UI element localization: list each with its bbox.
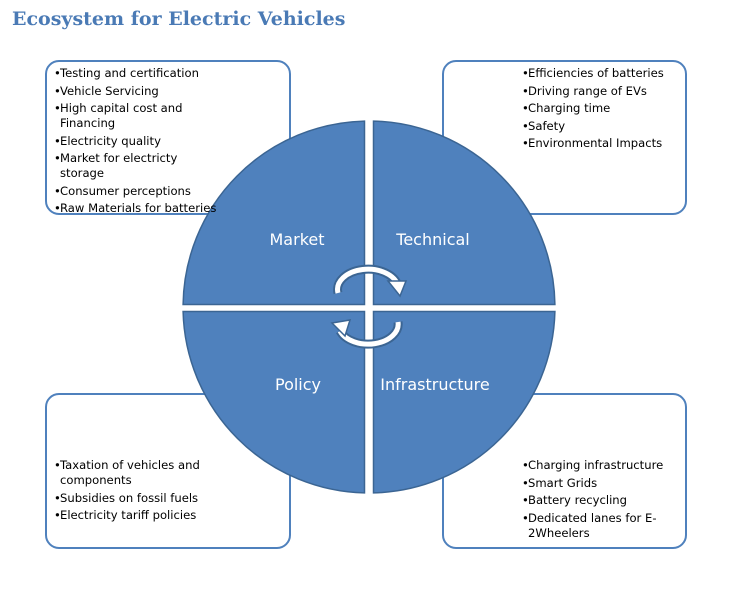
- technical-label: Technical: [395, 230, 469, 249]
- list-item: Charging time: [522, 101, 682, 116]
- list-item: Safety: [522, 119, 682, 134]
- market-factors-list: Testing and certification Vehicle Servic…: [54, 66, 219, 219]
- list-item: Market for electricty storage: [54, 151, 219, 181]
- list-item: Taxation of vehicles and components: [54, 458, 229, 488]
- upper-circular-arrow-icon: [333, 264, 408, 298]
- lower-circular-arrow-icon: [330, 319, 403, 349]
- page-title: Ecosystem for Electric Vehicles: [12, 8, 346, 30]
- list-item: Efficiencies of batteries: [522, 66, 682, 81]
- list-item: Charging infrastructure: [522, 458, 670, 473]
- infrastructure-factors-list: Charging infrastructure Smart Grids Batt…: [522, 458, 670, 543]
- list-item: Battery recycling: [522, 493, 670, 508]
- list-item: Vehicle Servicing: [54, 84, 219, 99]
- market-label: Market: [270, 230, 325, 249]
- list-item: Electricity tariff policies: [54, 508, 229, 523]
- list-item: Electricity quality: [54, 134, 219, 149]
- policy-label: Policy: [275, 375, 321, 394]
- infrastructure-quadrant: [372, 310, 556, 494]
- list-item: Testing and certification: [54, 66, 219, 81]
- list-item: Consumer perceptions: [54, 184, 219, 199]
- list-item: Driving range of EVs: [522, 84, 682, 99]
- technical-factors-list: Efficiencies of batteries Driving range …: [522, 66, 682, 154]
- circular-arrows-icon: [330, 264, 408, 349]
- technical-quadrant: [372, 120, 556, 306]
- infrastructure-label: Infrastructure: [380, 375, 489, 394]
- market-quadrant: [182, 120, 366, 306]
- list-item: High capital cost and Financing: [54, 101, 219, 131]
- list-item: Environmental Impacts: [522, 136, 682, 151]
- list-item: Dedicated lanes for E-2Wheelers: [522, 511, 670, 541]
- list-item: Smart Grids: [522, 476, 670, 491]
- policy-quadrant: [182, 310, 366, 494]
- list-item: Subsidies on fossil fuels: [54, 491, 229, 506]
- list-item: Raw Materials for batteries: [54, 201, 219, 216]
- policy-factors-list: Taxation of vehicles and components Subs…: [54, 458, 229, 526]
